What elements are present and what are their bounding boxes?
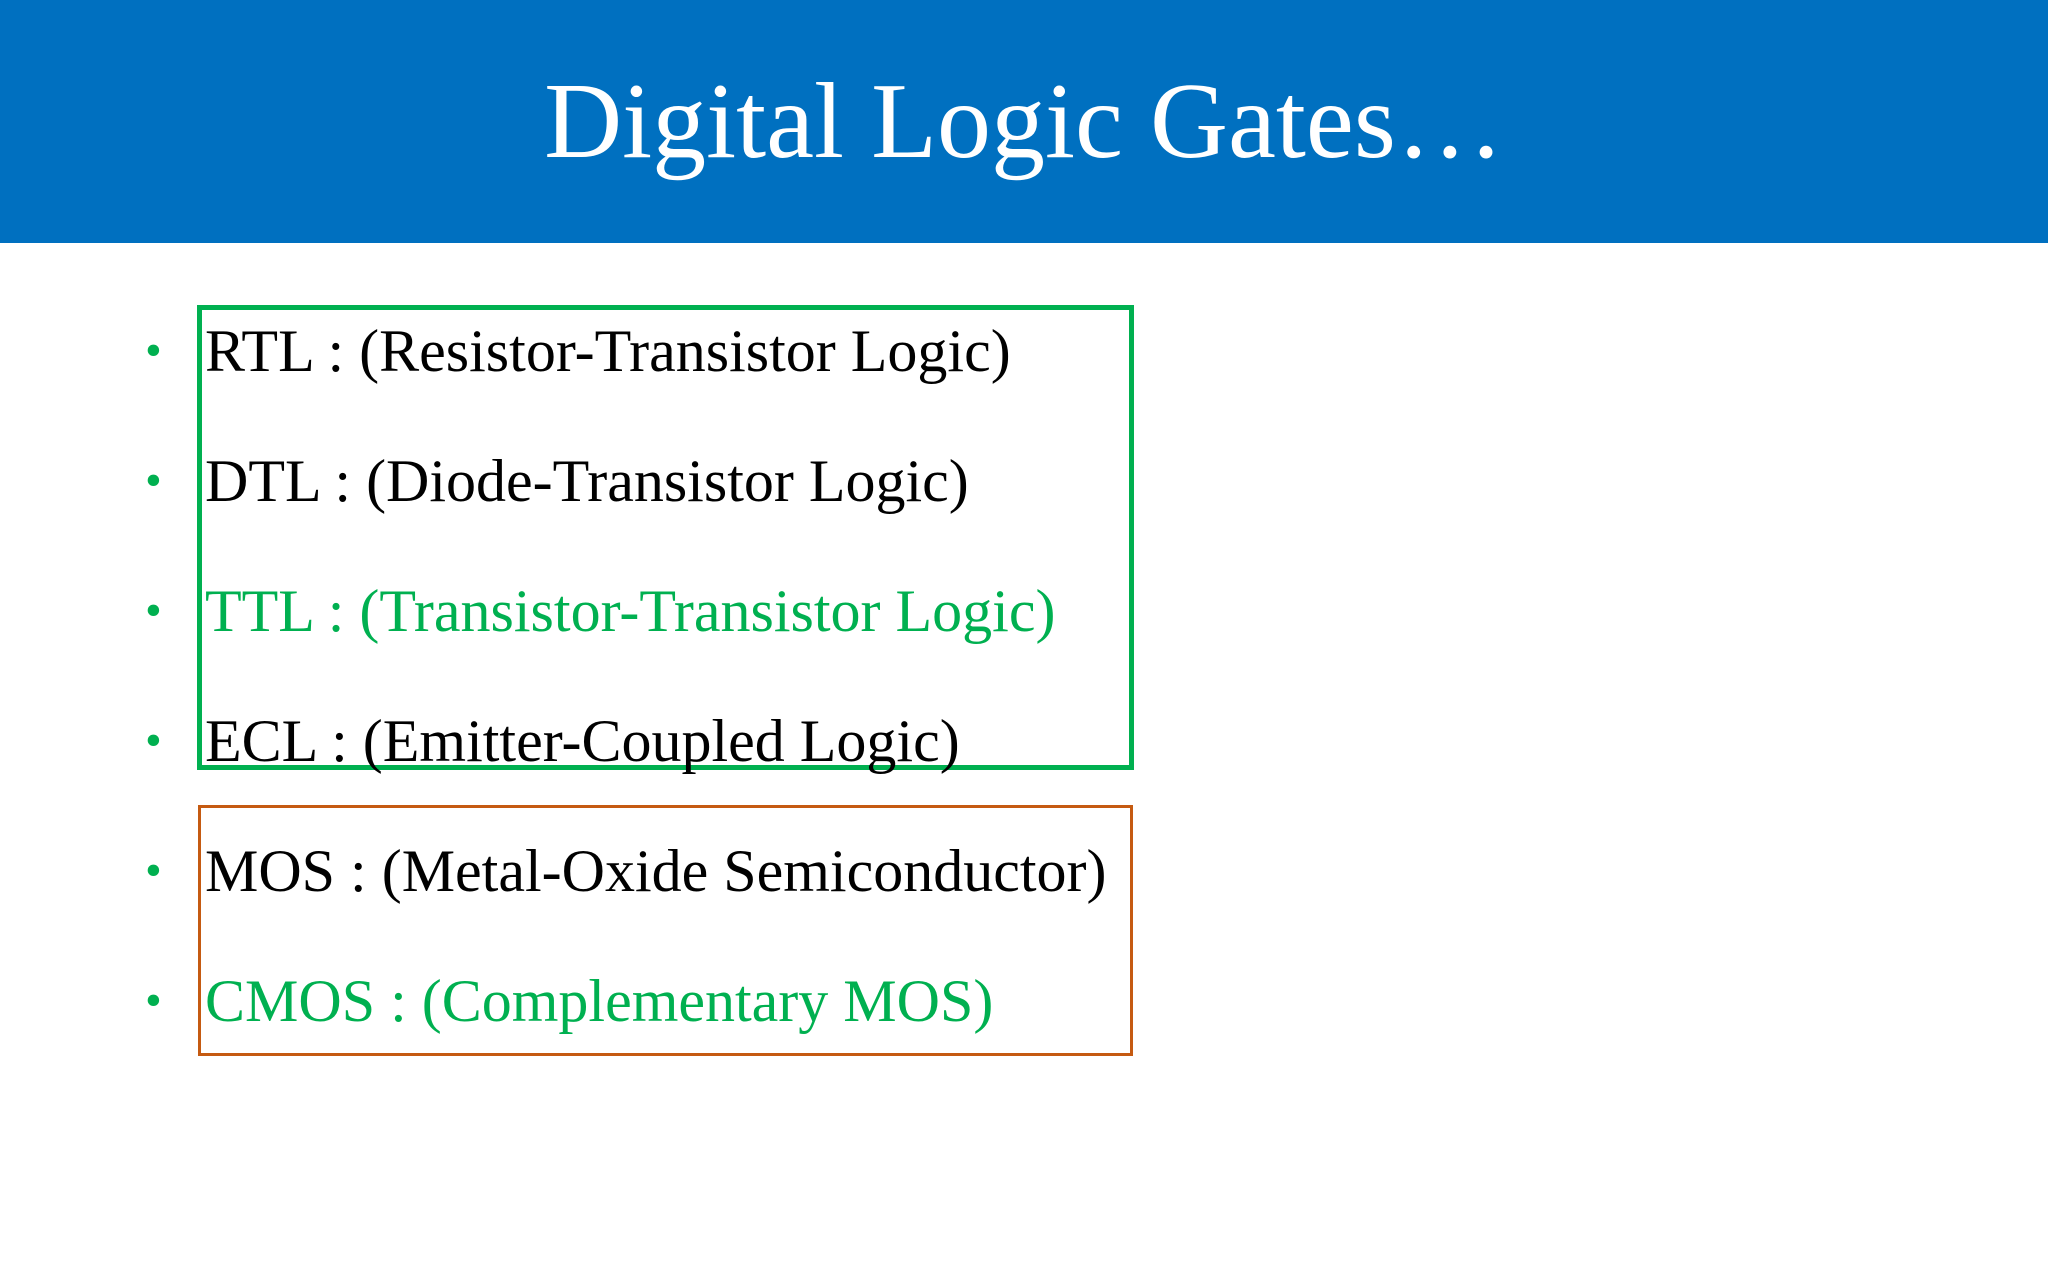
bullet-icon: •	[145, 324, 162, 377]
list-item: • TTL : (Transistor-Transistor Logic)	[0, 571, 1300, 651]
list-item: • ECL : (Emitter-Coupled Logic)	[0, 701, 1300, 781]
list-item-text: RTL : (Resistor-Transistor Logic)	[205, 318, 1011, 384]
list-item: • DTL : (Diode-Transistor Logic)	[0, 441, 1300, 521]
list-item-text: TTL : (Transistor-Transistor Logic)	[205, 578, 1056, 644]
list-item-text: MOS : (Metal-Oxide Semiconductor)	[205, 838, 1107, 904]
list-item-text: ECL : (Emitter-Coupled Logic)	[205, 708, 960, 774]
slide-title: Digital Logic Gates…	[544, 62, 1504, 181]
title-bar	[0, 0, 2048, 243]
bullet-icon: •	[145, 584, 162, 637]
bullet-icon: •	[145, 454, 162, 507]
bullet-icon: •	[145, 844, 162, 897]
list-item: • MOS : (Metal-Oxide Semiconductor)	[0, 831, 1300, 911]
mos-families-highlight-box	[198, 805, 1133, 1056]
bullet-icon: •	[145, 974, 162, 1027]
list-item-text: DTL : (Diode-Transistor Logic)	[205, 448, 969, 514]
bullet-icon: •	[145, 714, 162, 767]
list-item: • RTL : (Resistor-Transistor Logic)	[0, 311, 1300, 391]
bipolar-families-highlight-box	[197, 305, 1134, 770]
list-item: • CMOS : (Complementary MOS)	[0, 961, 1300, 1041]
list-item-text: CMOS : (Complementary MOS)	[205, 968, 994, 1034]
